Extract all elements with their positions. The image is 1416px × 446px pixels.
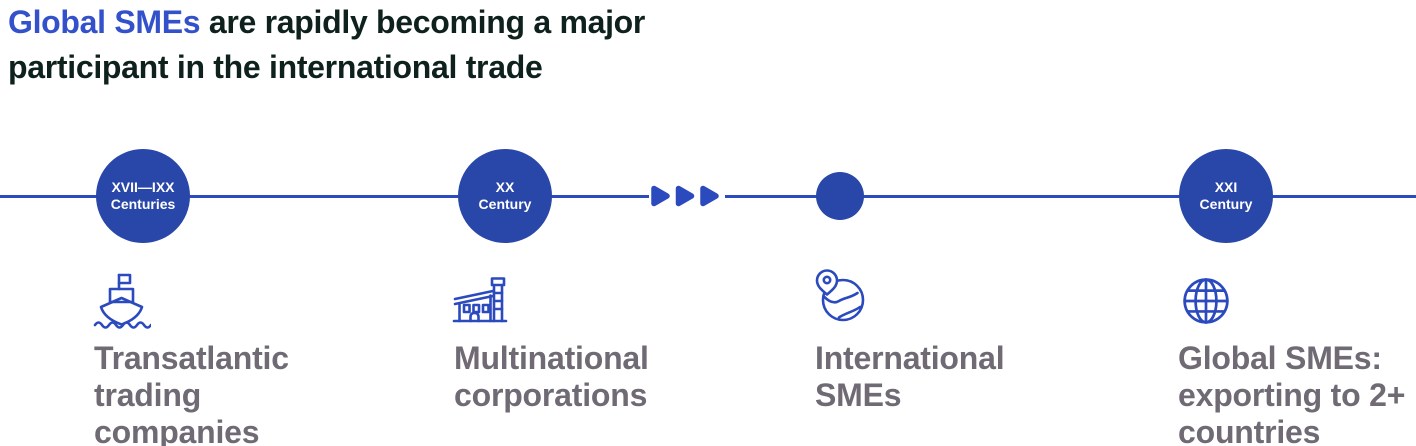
stage-label-global-smes: Global SMEs: exporting to 2+ countries bbox=[1178, 340, 1406, 446]
stage-label-multinational: Multinational corporations bbox=[454, 340, 649, 413]
timeline-node-unlabeled bbox=[816, 172, 864, 220]
timeline-node-xxi: XXI Century bbox=[1179, 149, 1273, 243]
page-title: Global SMEs are rapidly becoming a major… bbox=[8, 0, 645, 90]
timeline-node-label: XX Century bbox=[478, 179, 532, 212]
timeline-node-xvii-ixx: XVII—IXX Centuries bbox=[96, 149, 190, 243]
timeline-node-xx: XX Century bbox=[458, 149, 552, 243]
globe-pin-icon bbox=[815, 269, 865, 322]
timeline-node-label: XXI Century bbox=[1199, 179, 1253, 212]
globe-icon bbox=[1183, 278, 1229, 324]
triple-right-arrows-icon bbox=[649, 181, 725, 211]
stage-label-international: International SMEs bbox=[815, 340, 1005, 413]
timeline-node-label: XVII—IXX Centuries bbox=[110, 179, 176, 212]
ship-icon bbox=[93, 273, 151, 329]
title-rest: are rapidly becoming a major participant… bbox=[8, 4, 646, 85]
stage-label-transatlantic: Transatlantic trading companies bbox=[94, 340, 289, 446]
title-highlight: Global SMEs bbox=[8, 4, 201, 40]
factory-icon bbox=[452, 277, 508, 323]
